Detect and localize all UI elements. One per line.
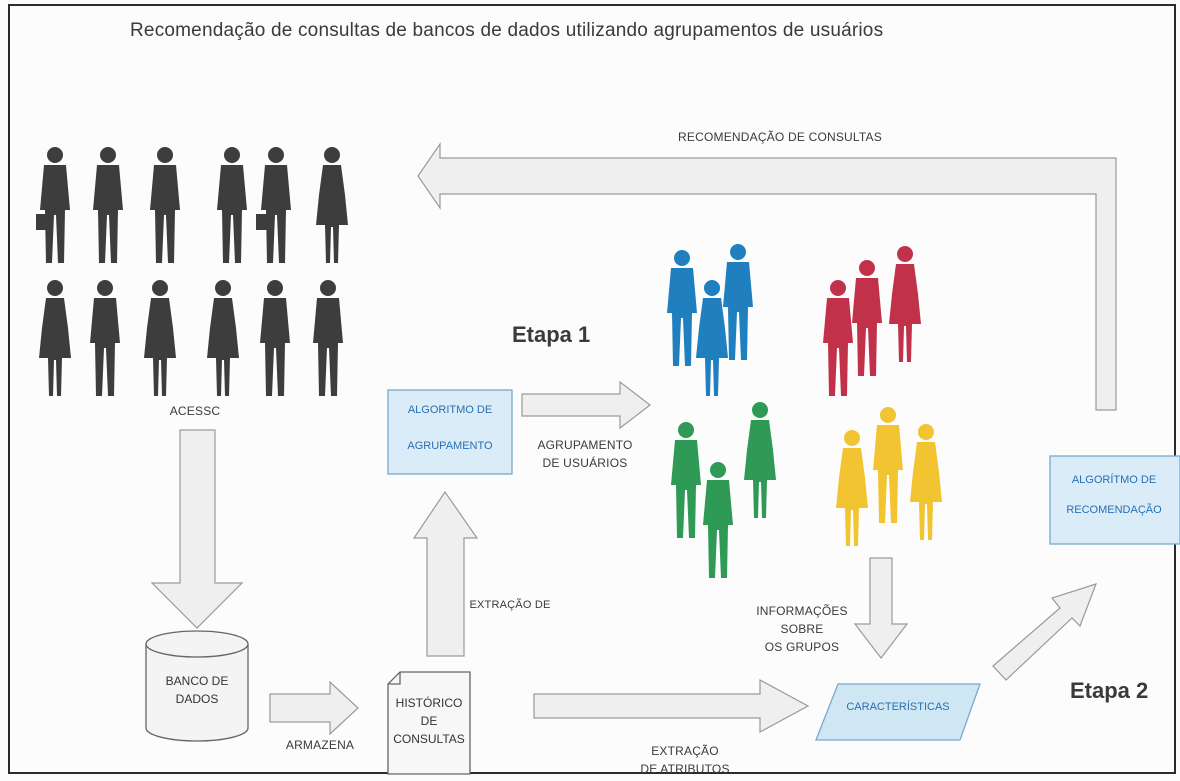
access-arrow: [150, 429, 244, 629]
briefcase: [36, 214, 50, 230]
database-label: BANCO DE DADOS: [147, 672, 247, 708]
user-silhouette: [93, 147, 123, 263]
characteristics-shape: [815, 683, 981, 741]
diagram-title: Recomendação de consultas de bancos de d…: [130, 20, 884, 41]
access-label: ACESSC: [169, 404, 221, 418]
clustering-algorithm-line2: AGRUPAMENTO: [407, 440, 493, 452]
history-label-line2: DE: [420, 714, 438, 728]
user-crowd: [36, 147, 348, 396]
user-silhouette: [40, 147, 70, 263]
attr-extraction-line1: EXTRAÇÃO: [651, 744, 719, 758]
stores-label: ARMAZENA: [285, 738, 355, 752]
history-document: [387, 671, 471, 775]
recommendation-arrow: [417, 142, 1117, 411]
briefcase: [256, 214, 270, 230]
user-silhouette: [316, 147, 348, 263]
user-grouping-line2: DE USUÁRIOS: [542, 456, 628, 470]
stores-arrow: [269, 680, 359, 736]
group-info-arrow: [853, 557, 909, 659]
history-label: HISTÓRICO DE CONSULTAS: [388, 694, 470, 748]
group-info-line1: INFORMAÇÕES: [756, 604, 848, 618]
user-group-red: [823, 246, 921, 396]
user-silhouette: [39, 280, 71, 396]
recommendation-algorithm-line2: RECOMENDAÇÃO: [1066, 504, 1162, 516]
clustering-algorithm-label: ALGORITMO DE AGRUPAMENTO: [388, 396, 512, 460]
attr-extraction-arrow: [533, 678, 810, 734]
user-silhouette: [260, 280, 290, 396]
user-silhouette: [207, 280, 239, 396]
stage-2-label: Etapa 2: [1070, 678, 1149, 703]
group-info-line2: SOBRE: [780, 622, 824, 636]
clustering-arrow: [521, 380, 651, 430]
database-cylinder: [145, 630, 249, 742]
user-group-green: [671, 402, 776, 578]
user-silhouette: [90, 280, 120, 396]
extraction-arrow: [412, 490, 479, 657]
user-grouping-label: AGRUPAMENTO DE USUÁRIOS: [520, 436, 650, 472]
database-label-line2: DADOS: [175, 692, 219, 706]
user-group-blue: [667, 244, 753, 396]
attr-extraction-label: EXTRAÇÃO DE ATRIBUTOS: [620, 742, 750, 778]
recommendation-algorithm-line1: ALGORÍTMO DE: [1071, 474, 1157, 486]
user-silhouette: [144, 280, 176, 396]
recommendation-algorithm-box: [1049, 455, 1180, 545]
history-label-line1: HISTÓRICO: [395, 696, 463, 710]
clustering-algorithm-box: [387, 389, 513, 475]
database-label-line1: BANCO DE: [165, 674, 229, 688]
recommendation-label: RECOMENDAÇÃO DE CONSULTAS: [678, 130, 882, 144]
clustering-algorithm-line1: ALGORITMO DE: [407, 404, 493, 416]
user-silhouette: [150, 147, 180, 263]
user-grouping-line1: AGRUPAMENTO: [537, 438, 633, 452]
attr-extraction-line2: DE ATRIBUTOS: [640, 762, 730, 776]
recommendation-algorithm-label: ALGORÍTMO DE RECOMENDAÇÃO: [1050, 466, 1178, 524]
user-silhouette: [261, 147, 291, 263]
user-silhouette: [313, 280, 343, 396]
stage-1-label: Etapa 1: [512, 322, 591, 347]
history-label-line3: CONSULTAS: [393, 732, 465, 746]
extraction-label: EXTRAÇÃO DE: [469, 599, 551, 611]
user-silhouette: [217, 147, 247, 263]
group-info-label: INFORMAÇÕES SOBRE OS GRUPOS: [742, 602, 862, 656]
group-info-line3: OS GRUPOS: [764, 640, 840, 654]
to-recommendation-arrow: [992, 583, 1098, 681]
user-group-yellow: [836, 407, 942, 546]
characteristics-label: CARACTERÍSTICAS: [846, 701, 950, 713]
